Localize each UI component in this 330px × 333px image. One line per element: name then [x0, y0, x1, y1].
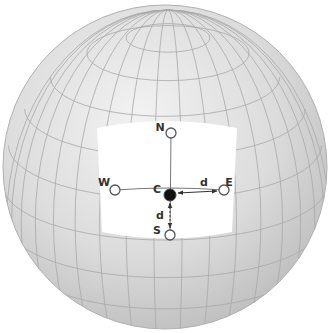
point-label: C [152, 184, 162, 195]
point-marker [166, 128, 176, 138]
grid-line [7, 10, 330, 333]
distance-arrow [178, 191, 217, 193]
grid-line [126, 24, 210, 53]
point-label: d [199, 177, 209, 188]
grid-line [75, 10, 261, 333]
grid-line [35, 10, 300, 333]
graticule [3, 10, 329, 333]
distance-arrow [170, 203, 171, 228]
point-marker [165, 230, 175, 240]
point-label: S [152, 225, 162, 236]
grid-line [25, 261, 306, 309]
grid-line [53, 10, 282, 333]
center-marker [164, 189, 176, 201]
grid-line [50, 77, 279, 116]
grid-line [87, 26, 249, 81]
point-label: E [224, 177, 234, 188]
grid-line [12, 10, 325, 333]
point-label: d [155, 210, 165, 221]
point-marker [110, 185, 120, 195]
point-label: W [97, 177, 111, 188]
meridian-line [170, 133, 171, 235]
grid-line [9, 224, 322, 277]
region-patch [97, 121, 237, 239]
point-label: N [154, 122, 165, 133]
